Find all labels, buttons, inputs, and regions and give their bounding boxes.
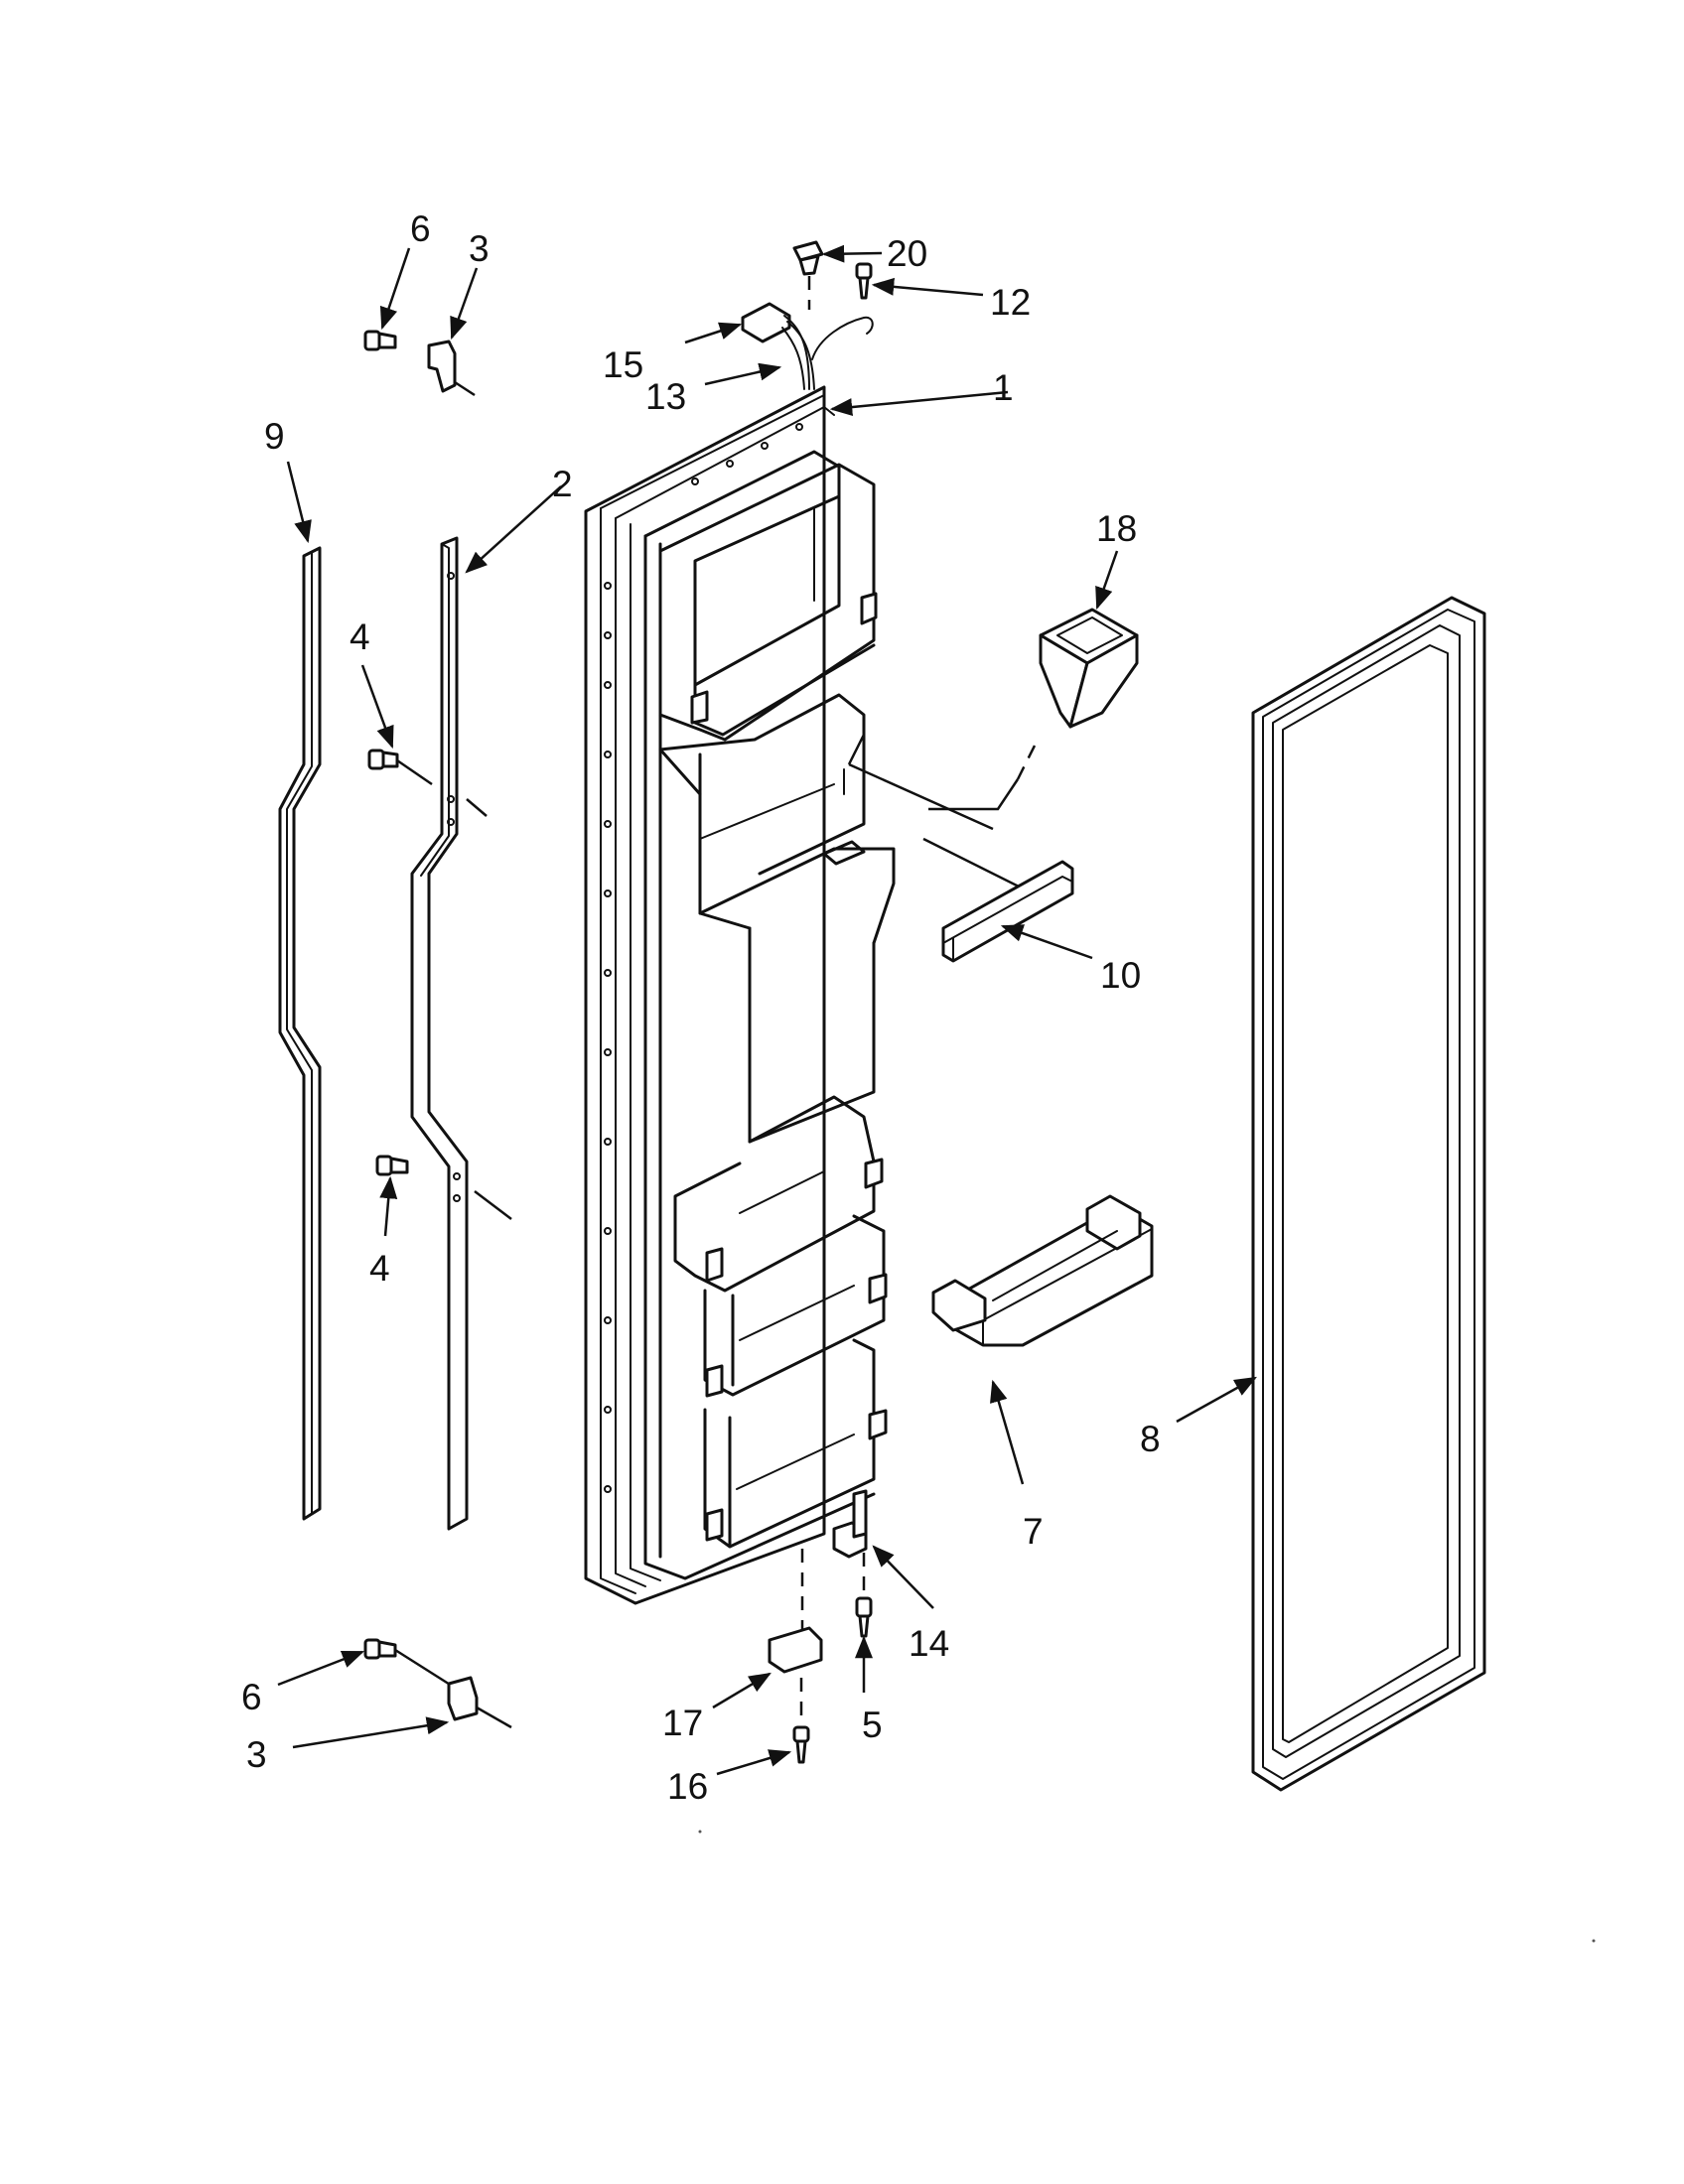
part-4-screw-upper bbox=[367, 749, 433, 786]
callout-20: 20 bbox=[887, 233, 927, 274]
callout-6-lower: 6 bbox=[241, 1677, 262, 1717]
part-6-screw-lower bbox=[363, 1638, 456, 1690]
part-2-hinge-rail bbox=[410, 536, 512, 1531]
part-17-bracket bbox=[768, 1626, 823, 1674]
callout-labels: 1 2 3 3 4 4 5 6 6 7 8 9 10 12 13 14 15 1… bbox=[241, 208, 1161, 1807]
callout-10: 10 bbox=[1100, 955, 1141, 996]
part-5-screw bbox=[855, 1596, 873, 1638]
callout-7: 7 bbox=[1023, 1511, 1044, 1552]
callout-12: 12 bbox=[990, 282, 1031, 323]
callout-3-lower: 3 bbox=[246, 1734, 267, 1775]
part-3-bracket-lower bbox=[447, 1676, 512, 1729]
callout-17: 17 bbox=[662, 1703, 703, 1743]
callout-5: 5 bbox=[862, 1705, 883, 1745]
part-14-hinge-pin bbox=[832, 1489, 868, 1559]
callout-18: 18 bbox=[1096, 508, 1137, 549]
callout-2: 2 bbox=[552, 464, 573, 504]
part-12-screw bbox=[855, 262, 873, 300]
part-6-screw-upper bbox=[363, 330, 397, 351]
part-16-screw bbox=[792, 1678, 810, 1764]
part-15-connector bbox=[741, 302, 791, 343]
callout-14: 14 bbox=[909, 1623, 949, 1664]
part-18-funnel bbox=[1039, 608, 1139, 729]
part-7-shelf-bin bbox=[931, 1194, 1154, 1347]
callout-3-upper: 3 bbox=[469, 228, 490, 269]
part-3-bracket-upper bbox=[427, 340, 476, 397]
part-13-wire-harness bbox=[781, 315, 874, 390]
callout-4-upper: 4 bbox=[350, 616, 370, 657]
scan-speck bbox=[698, 1830, 702, 1834]
callout-1: 1 bbox=[993, 367, 1014, 408]
part-20-switch bbox=[792, 240, 824, 310]
callout-9: 9 bbox=[264, 416, 285, 457]
part-9-gasket-strip bbox=[278, 546, 322, 1521]
callout-16: 16 bbox=[667, 1766, 708, 1807]
callout-13: 13 bbox=[645, 376, 686, 417]
part-4-screw-lower bbox=[375, 1155, 409, 1176]
part-10-trim-channel bbox=[941, 860, 1074, 963]
leader-lines bbox=[277, 244, 1257, 1776]
part-1-door-assembly bbox=[584, 385, 1040, 1638]
scan-speck bbox=[1592, 1939, 1596, 1943]
callout-8: 8 bbox=[1140, 1419, 1161, 1459]
callout-15: 15 bbox=[603, 344, 643, 385]
part-8-door-gasket bbox=[1251, 596, 1486, 1792]
callout-6-upper: 6 bbox=[410, 208, 431, 249]
callout-4-lower: 4 bbox=[369, 1248, 390, 1289]
